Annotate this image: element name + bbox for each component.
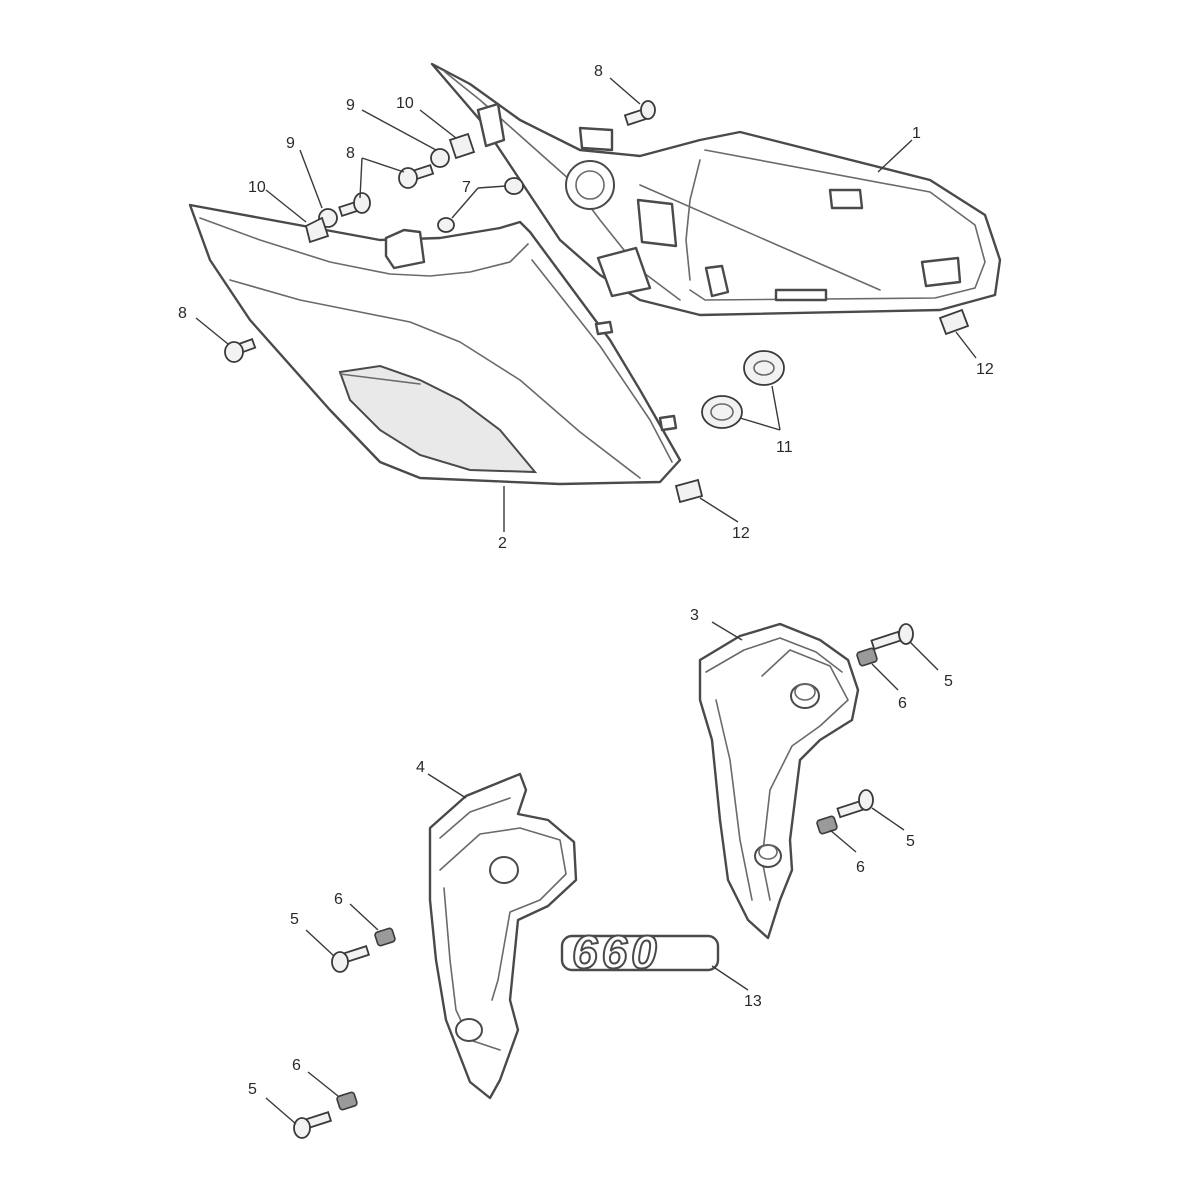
washer-9-upper xyxy=(430,148,450,168)
callout-8-mid: 8 xyxy=(346,145,355,162)
leader-lines xyxy=(195,77,977,1125)
clip-nut-10-lower xyxy=(304,216,330,244)
callout-10-lower: 10 xyxy=(248,179,266,196)
grommet-11 xyxy=(701,350,785,429)
callout-11: 11 xyxy=(776,439,793,456)
callout-13: 13 xyxy=(744,993,762,1010)
spacer-6-left-upper xyxy=(374,927,396,947)
part-4-left-bracket xyxy=(428,772,578,1100)
callout-1: 1 xyxy=(912,125,921,142)
callout-8-left: 8 xyxy=(178,305,187,322)
screw-8-left xyxy=(224,338,257,363)
callout-2: 2 xyxy=(498,535,507,552)
callout-9-upper: 9 xyxy=(346,97,355,114)
bolt-5-left-upper xyxy=(331,945,371,973)
screw-8-top xyxy=(623,100,656,126)
callout-12-right: 12 xyxy=(976,361,994,378)
callout-3: 3 xyxy=(690,607,699,624)
part-3-right-bracket xyxy=(698,622,860,940)
callout-7: 7 xyxy=(462,179,471,196)
clip-12-right xyxy=(938,308,970,336)
part-1-tail-panel xyxy=(430,62,1002,317)
bolt-5-left-lower xyxy=(293,1111,333,1139)
callout-numbers: 8 1 9 10 9 8 10 7 8 12 11 2 12 3 5 6 5 6… xyxy=(178,63,994,1098)
spacer-6-left-lower xyxy=(336,1091,358,1111)
callout-5-lower-right: 5 xyxy=(906,833,915,850)
bolt-5-upper-right xyxy=(870,623,914,651)
callout-4: 4 xyxy=(416,759,425,776)
callout-5-left-upper: 5 xyxy=(290,911,299,928)
callout-5-upper-right: 5 xyxy=(944,673,953,690)
callout-6-upper-right: 6 xyxy=(898,695,907,712)
callout-9-lower: 9 xyxy=(286,135,295,152)
callout-5-left-lower: 5 xyxy=(248,1081,257,1098)
clip-nut-10-upper xyxy=(448,132,476,160)
spacer-6-lower-right xyxy=(816,815,838,835)
callout-8-top: 8 xyxy=(594,63,603,80)
callout-6-lower-right: 6 xyxy=(856,859,865,876)
callout-10-upper: 10 xyxy=(396,95,414,112)
part-13-decal: 660 xyxy=(560,925,720,979)
callout-12-lower: 12 xyxy=(732,525,750,542)
decal-text: 660 xyxy=(572,926,661,978)
screw-8-lower xyxy=(338,192,371,217)
bolt-5-lower-right xyxy=(836,789,874,819)
spacer-6-upper-right xyxy=(856,647,878,667)
clip-12-lower xyxy=(674,478,704,504)
screw-8-mid xyxy=(398,163,435,189)
callout-6-left-upper: 6 xyxy=(334,891,343,908)
part-2-side-cover xyxy=(188,203,682,486)
callout-6-left-lower: 6 xyxy=(292,1057,301,1074)
